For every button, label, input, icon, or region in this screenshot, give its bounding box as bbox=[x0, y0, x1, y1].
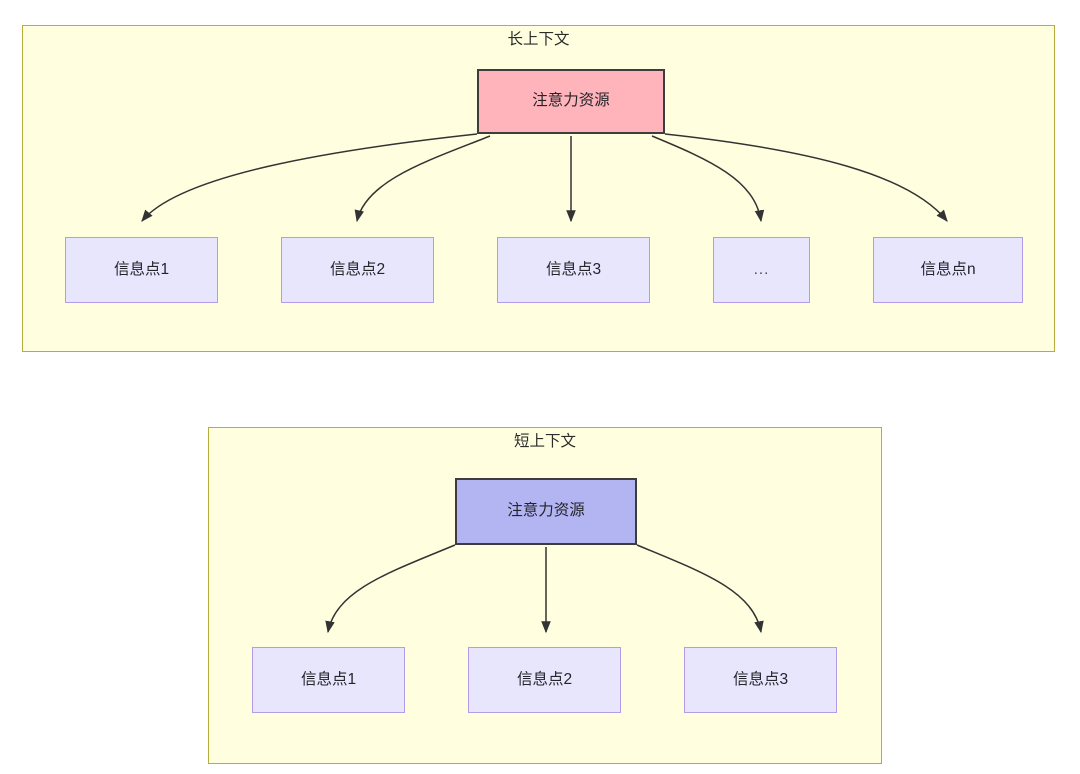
node-info-point-long-1[interactable]: 信息点1 bbox=[65, 237, 218, 303]
node-info-point-long-n[interactable]: 信息点n bbox=[873, 237, 1023, 303]
node-info-point-short-2[interactable]: 信息点2 bbox=[468, 647, 621, 713]
node-attention-resource-long[interactable]: 注意力资源 bbox=[477, 69, 665, 134]
node-info-point-short-3[interactable]: 信息点3 bbox=[684, 647, 837, 713]
group-title-short-context: 短上下文 bbox=[513, 433, 576, 450]
node-attention-resource-short[interactable]: 注意力资源 bbox=[455, 478, 637, 545]
node-info-point-short-1[interactable]: 信息点1 bbox=[252, 647, 405, 713]
group-title-long-context: 长上下文 bbox=[507, 31, 570, 48]
node-info-point-long-3[interactable]: 信息点3 bbox=[497, 237, 650, 303]
node-info-point-long-2[interactable]: 信息点2 bbox=[281, 237, 434, 303]
node-info-point-long-ellipsis[interactable]: ... bbox=[713, 237, 810, 303]
